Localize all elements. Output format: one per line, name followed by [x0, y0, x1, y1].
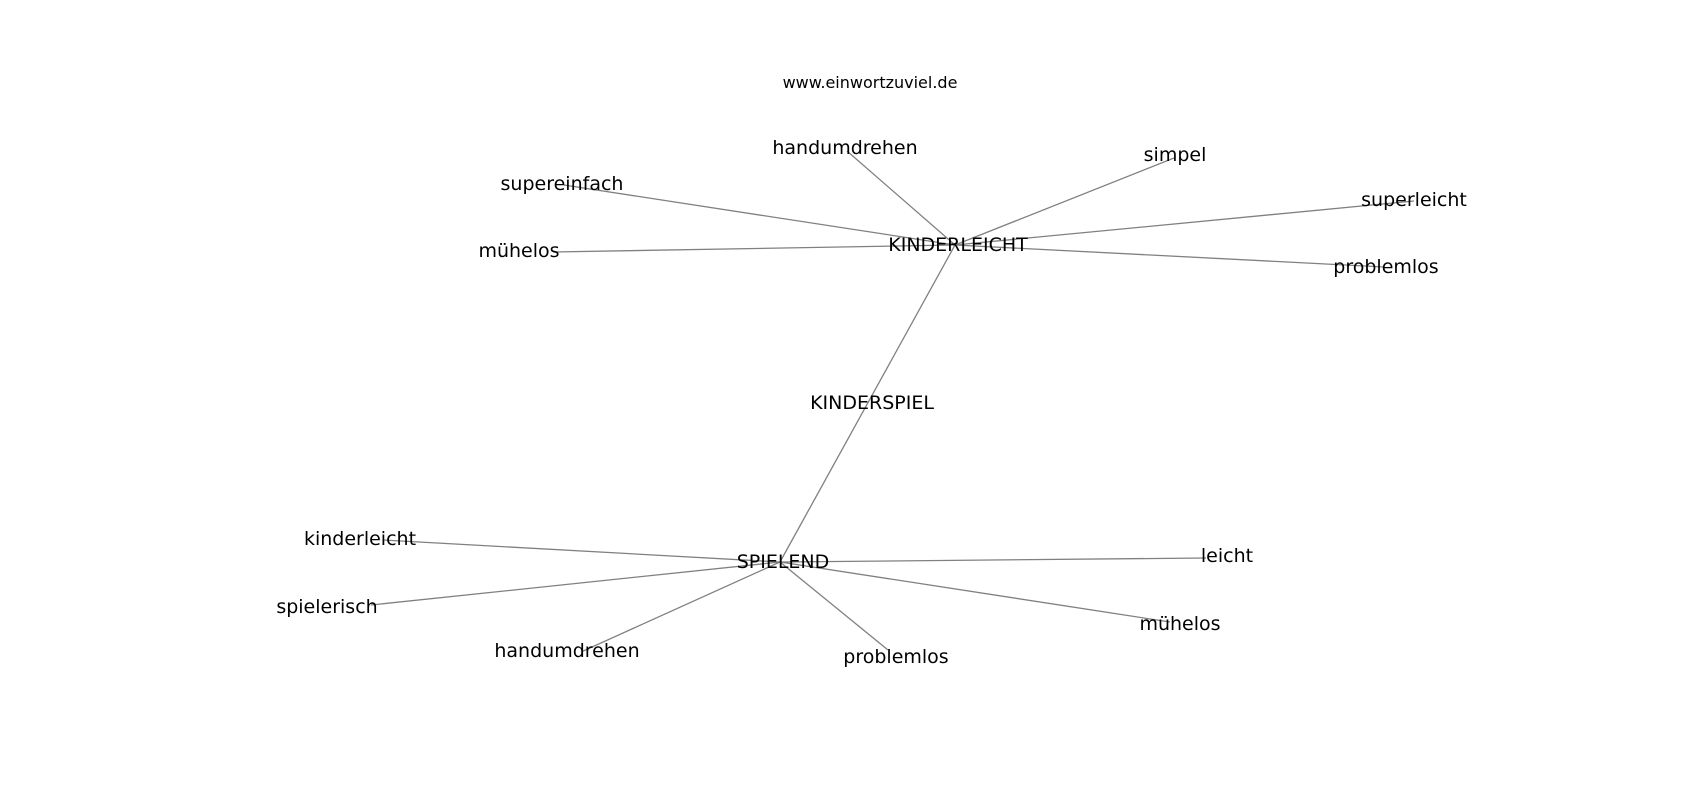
- node-label-problemlos-2: problemlos: [843, 646, 948, 668]
- node-label-handumdrehen-2: handumdrehen: [494, 640, 639, 662]
- edge-kinderleicht_hub-simpel: [954, 157, 1175, 246]
- edge-kinderleicht_hub-muehelos_1: [552, 244, 956, 253]
- node-label-kinderleicht: kinderleicht: [304, 528, 416, 550]
- node-label-kinderleicht-hub: KINDERLEICHT: [888, 234, 1028, 256]
- labels-layer: KINDERLEICHT KINDERSPIEL SPIELEND handumdre…: [276, 137, 1467, 668]
- edge-spielend_hub-spielerisch: [370, 561, 781, 606]
- edge-kinderleicht_hub-handumdrehen_1: [846, 150, 956, 246]
- node-label-leicht: leicht: [1201, 545, 1253, 567]
- node-label-muehelos-1: mühelos: [478, 240, 559, 262]
- edge-kinderleicht_hub-superleicht: [954, 200, 1415, 246]
- edge-spielend_hub-problemlos_2: [779, 561, 889, 651]
- edges-layer: [370, 150, 1415, 653]
- node-label-kinderspiel: KINDERSPIEL: [810, 392, 934, 414]
- node-label-superleicht: superleicht: [1361, 189, 1467, 211]
- edge-kinderleicht_hub-spielend_hub: [779, 244, 956, 563]
- edge-spielend_hub-muehelos_2: [779, 561, 1171, 623]
- edge-kinderleicht_hub-supereinfach: [563, 184, 956, 246]
- edge-kinderleicht_hub-problemlos_1: [954, 244, 1385, 268]
- node-label-problemlos-1: problemlos: [1333, 256, 1438, 278]
- edge-spielend_hub-kinderleicht: [382, 539, 781, 563]
- node-label-spielerisch: spielerisch: [276, 596, 377, 618]
- node-label-simpel: simpel: [1144, 144, 1207, 166]
- node-label-spielend-hub: SPIELEND: [737, 551, 830, 573]
- edge-spielend_hub-leicht: [779, 557, 1207, 563]
- node-label-handumdrehen-1: handumdrehen: [772, 137, 917, 159]
- site-url-label: www.einwortzuviel.de: [783, 73, 958, 92]
- node-label-supereinfach: supereinfach: [501, 173, 624, 195]
- edge-spielend_hub-handumdrehen_2: [580, 561, 781, 653]
- node-label-muehelos-2: mühelos: [1139, 613, 1220, 635]
